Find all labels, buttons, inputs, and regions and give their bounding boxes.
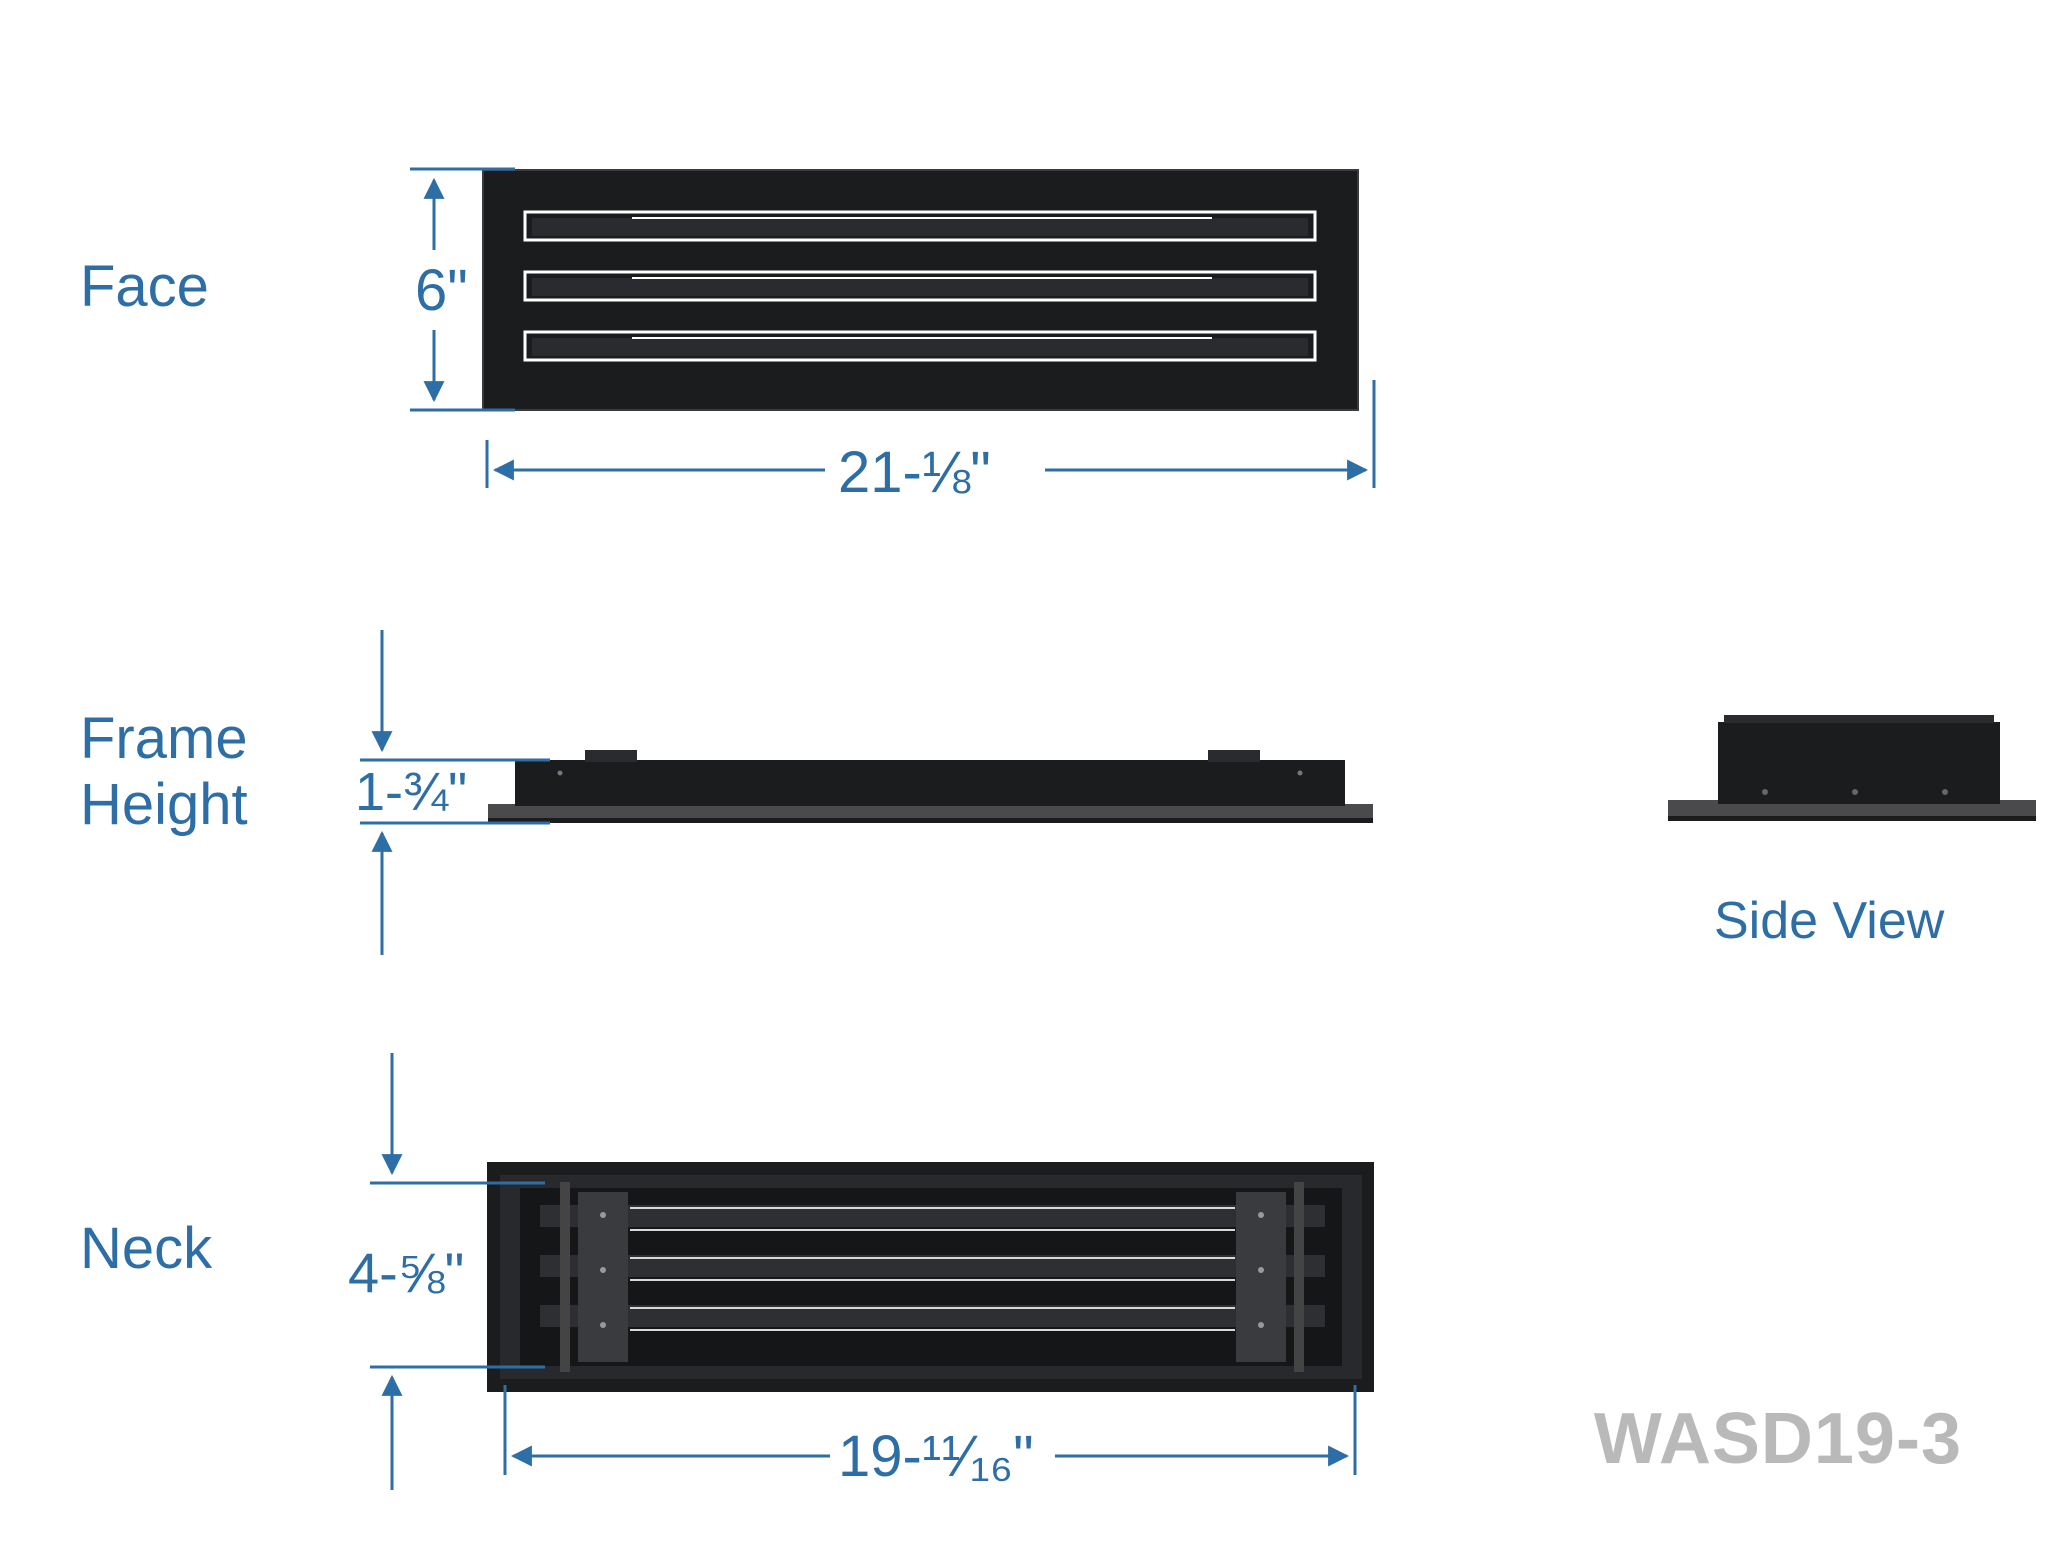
face-height-dimension [410,167,515,412]
face-height-value: 6" [415,258,468,323]
face-view-grille [482,169,1359,411]
face-width-dimension [485,380,1376,488]
neck-height-dimension [370,1053,545,1490]
side-view-label: Side View [1714,892,1945,950]
face-slot-3 [523,330,1317,362]
face-label: Face [80,254,209,319]
neck-width-value: 19-¹¹⁄₁₆" [838,1424,1034,1489]
neck-label: Neck [80,1216,213,1281]
frame-view-grille [488,750,1373,823]
face-slot-1 [523,210,1317,242]
neck-view-grille [487,1162,1374,1392]
face-width-value: 21-⅛" [838,440,991,505]
frame-height-dimension [360,630,550,955]
face-slot-2 [523,270,1317,302]
frame-height-label-line1: Frame [80,706,248,771]
frame-height-label-line2: Height [80,772,248,837]
frame-height-value: 1-¾" [355,762,468,822]
neck-width-dimension [503,1385,1357,1475]
side-view-grille [1668,715,2036,821]
neck-height-value: 4-⅝" [348,1241,465,1304]
model-number: WASD19-3 [1593,1399,1962,1479]
